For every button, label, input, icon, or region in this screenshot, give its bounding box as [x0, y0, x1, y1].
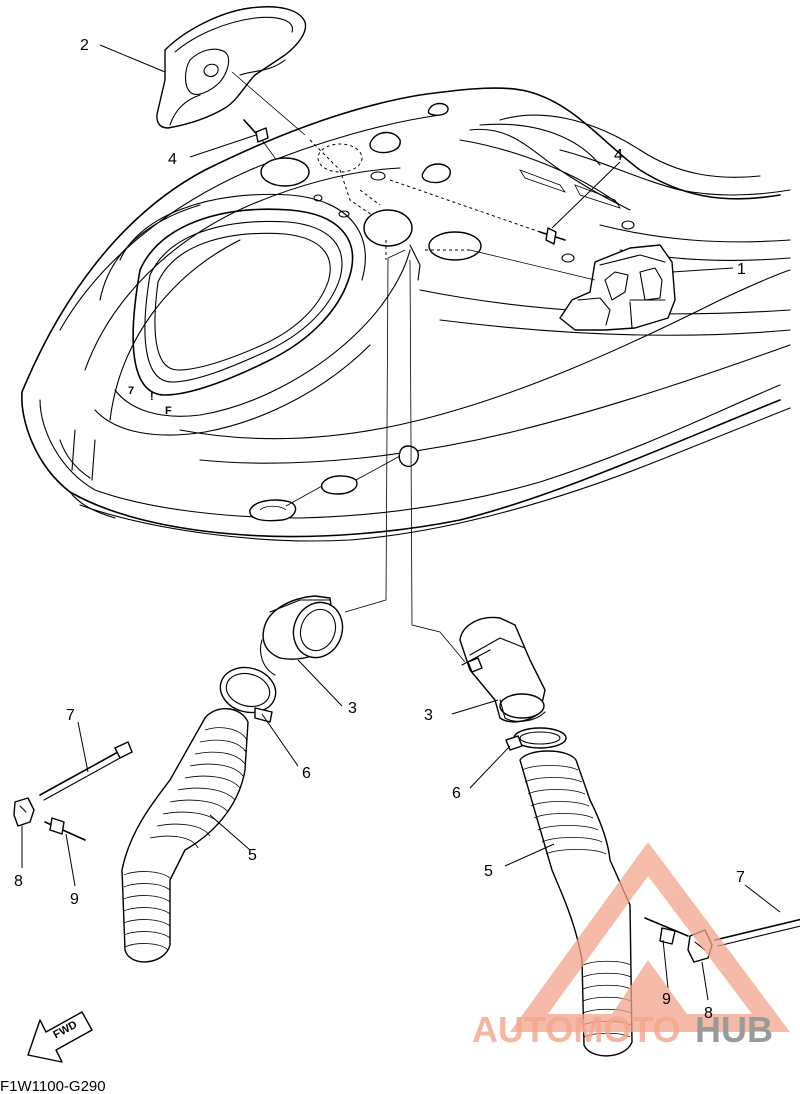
- hull-mark: 7: [128, 385, 134, 397]
- part-3-duct-right[interactable]: [459, 616, 546, 723]
- leader-lines: [21, 44, 781, 1001]
- part-6-clamp-left[interactable]: [215, 662, 280, 723]
- part-7-tie-left[interactable]: [39, 741, 133, 801]
- assembly-lines: [231, 71, 596, 663]
- callout-1: 1: [737, 261, 746, 278]
- part-8-clip-left[interactable]: [13, 797, 35, 827]
- callout-7-right: 7: [736, 869, 745, 886]
- callout-4-right: 4: [614, 147, 623, 164]
- callout-2: 2: [80, 37, 89, 54]
- callout-6-left: 6: [302, 765, 311, 782]
- hull-mark: !: [150, 391, 154, 403]
- fwd-arrow-icon: FWD: [27, 1011, 93, 1063]
- drawing-code: F1W1100-G290: [0, 1078, 106, 1094]
- callout-3-right: 3: [424, 707, 433, 724]
- part-6-clamp-right[interactable]: [505, 727, 567, 751]
- callout-9-left: 9: [70, 891, 79, 908]
- callout-5-left: 5: [248, 847, 257, 864]
- callout-4-upper: 4: [168, 151, 177, 168]
- watermark-logo: AUTOMOTO HUB: [472, 842, 790, 1050]
- deck-hull: 7 ! F: [21, 87, 791, 542]
- part-7-tie-right[interactable]: [714, 884, 800, 947]
- watermark-triangle-icon: [510, 842, 790, 1032]
- callout-8-left: 8: [14, 873, 23, 890]
- part-9-rivet-right[interactable]: [644, 917, 689, 945]
- callout-9-right: 9: [662, 991, 671, 1008]
- watermark-text-accent: AUTOMOTO: [472, 1009, 681, 1050]
- part-2-cover[interactable]: [156, 6, 307, 129]
- part-4-screw-upper[interactable]: [243, 119, 269, 143]
- callout-3-left: 3: [348, 700, 357, 717]
- part-4-screw-right[interactable]: [539, 227, 566, 245]
- part-5-hose-right[interactable]: [519, 750, 633, 1057]
- watermark-text-dark: HUB: [695, 1009, 773, 1050]
- part-9-rivet-left[interactable]: [44, 817, 86, 841]
- callout-6-right: 6: [452, 785, 461, 802]
- callout-8-right: 8: [704, 1005, 713, 1022]
- part-5-hose-left[interactable]: [121, 708, 249, 963]
- part-3-duct-left[interactable]: [259, 595, 351, 676]
- callout-7-left: 7: [66, 707, 75, 724]
- part-1-bracket[interactable]: [559, 244, 676, 331]
- callout-numbers: 2 4 4 1 3 3 6 6 5 5 7 7 8 9 9 8: [14, 37, 746, 1022]
- callout-5-right: 5: [484, 863, 493, 880]
- hull-mark: F: [165, 405, 172, 417]
